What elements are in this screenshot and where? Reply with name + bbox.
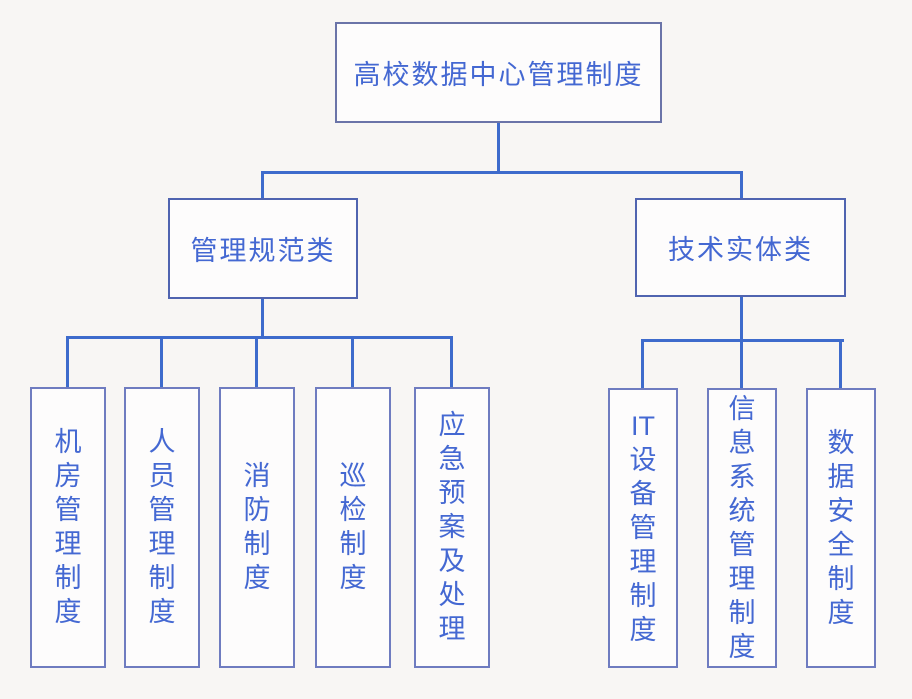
leaf-label-char: 设 <box>629 444 657 475</box>
leaf-label-char: 理 <box>629 546 657 577</box>
leaf-label-char: 制 <box>148 563 176 593</box>
leaf-label-char: 数 <box>827 427 855 458</box>
leaf-label-char: 制 <box>243 529 271 559</box>
leaf-label-char: 度 <box>827 597 855 628</box>
leaf-label-char: 消 <box>243 461 271 491</box>
connector-drop-leaf-7 <box>740 339 743 389</box>
leaf-label-char: 系 <box>728 461 756 492</box>
leaf-label-char: 度 <box>728 631 756 662</box>
leaf-label-char: 防 <box>243 495 271 525</box>
root-node-data-center-management: 高校数据中心管理制度 <box>335 22 662 123</box>
leaf-node-fire-protection: 消防制度 <box>219 387 295 668</box>
leaf-label-char: 制 <box>728 597 756 628</box>
leaf-label-char: 理 <box>54 529 82 559</box>
connector-root-stem <box>497 123 500 173</box>
connector-level1-horizontal <box>261 171 743 174</box>
leaf-label-char: 理 <box>438 614 466 644</box>
leaf-label-char: 人 <box>148 427 176 457</box>
leaf-label-char: 巡 <box>339 461 367 491</box>
leaf-label-char: 管 <box>728 529 756 560</box>
leaf-label-char: 预 <box>438 478 466 508</box>
leaf-label-char: 制 <box>54 563 82 593</box>
connector-drop-branch-left <box>261 171 264 199</box>
leaf-label-char: 制 <box>827 563 855 594</box>
leaf-label-char: 处 <box>438 580 466 610</box>
connector-drop-leaf-3 <box>255 336 258 388</box>
leaf-label-char: 检 <box>339 495 367 525</box>
connector-left-horizontal <box>66 336 453 339</box>
leaf-label-char: 安 <box>827 495 855 526</box>
leaf-label-char: 统 <box>728 495 756 526</box>
leaf-label-char: 案 <box>438 512 466 542</box>
leaf-label-char: 应 <box>438 410 466 440</box>
leaf-label-char: 员 <box>148 461 176 491</box>
leaf-label-char: 房 <box>54 461 82 491</box>
connector-drop-leaf-5 <box>450 336 453 388</box>
leaf-node-personnel-management: 人员管理制度 <box>124 387 200 668</box>
leaf-label-char: 息 <box>728 427 756 458</box>
leaf-label-char: IT <box>631 410 655 441</box>
connector-drop-leaf-1 <box>66 336 69 388</box>
branch-node-technical-entities: 技术实体类 <box>635 198 846 297</box>
leaf-label-char: 管 <box>54 495 82 525</box>
leaf-label-char: 制 <box>629 580 657 611</box>
leaf-label-char: 信 <box>728 393 756 424</box>
leaf-node-server-room-management: 机房管理制度 <box>30 387 106 668</box>
leaf-label-char: 度 <box>629 614 657 645</box>
leaf-label-char: 管 <box>148 495 176 525</box>
leaf-label-char: 据 <box>827 461 855 492</box>
leaf-label-char: 备 <box>629 478 657 509</box>
connector-drop-leaf-2 <box>160 336 163 388</box>
leaf-label-char: 度 <box>54 597 82 627</box>
leaf-node-data-security: 数据安全制度 <box>806 388 876 668</box>
leaf-label-char: 度 <box>148 597 176 627</box>
connector-drop-leaf-6 <box>641 339 644 389</box>
leaf-label-char: 机 <box>54 427 82 457</box>
leaf-label-char: 及 <box>438 546 466 576</box>
leaf-node-information-system-management: 信息系统管理制度 <box>707 388 777 668</box>
connector-drop-leaf-8 <box>839 339 842 389</box>
leaf-label-char: 全 <box>827 529 855 560</box>
leaf-label-char: 度 <box>339 563 367 593</box>
connector-branch-left-stem <box>261 299 264 338</box>
leaf-node-inspection: 巡检制度 <box>315 387 391 668</box>
leaf-label-char: 理 <box>728 563 756 594</box>
leaf-label-char: 急 <box>438 444 466 474</box>
leaf-label-char: 理 <box>148 529 176 559</box>
connector-branch-right-stem <box>740 297 743 342</box>
branch-node-management-standards: 管理规范类 <box>168 198 358 299</box>
leaf-label-char: 管 <box>629 512 657 543</box>
leaf-label-char: 制 <box>339 529 367 559</box>
connector-drop-leaf-4 <box>351 336 354 388</box>
leaf-label-char: 度 <box>243 563 271 593</box>
leaf-node-emergency-response: 应急预案及处理 <box>414 387 490 668</box>
connector-drop-branch-right <box>740 171 743 199</box>
